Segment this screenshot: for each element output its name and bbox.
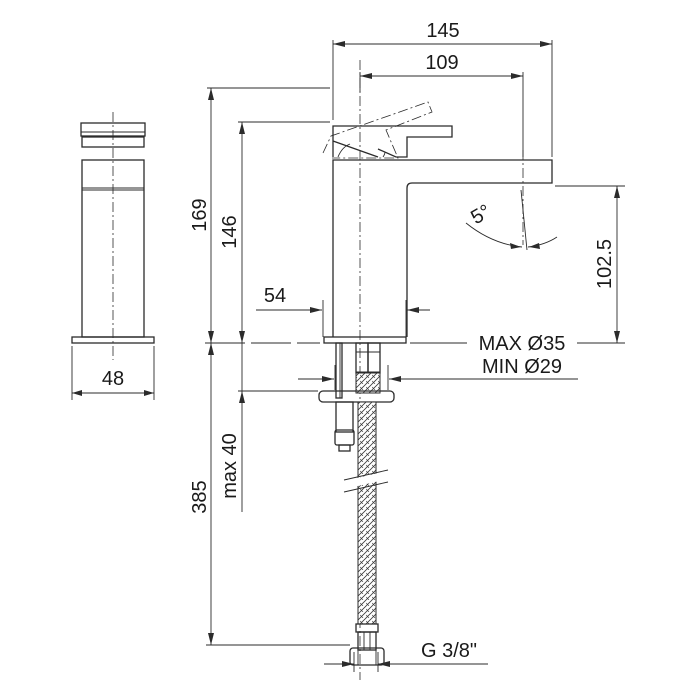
hole-min-diameter-label: MIN Ø29	[482, 356, 562, 378]
braided-hose	[357, 401, 377, 625]
dim-54: 54	[256, 285, 430, 337]
lever-handle	[332, 125, 453, 158]
dim-146: 146	[219, 121, 330, 343]
dim-hose-length-label: 385	[189, 480, 211, 513]
dim-spout-top-height-label: 146	[219, 215, 241, 248]
front-view-faucet	[322, 60, 553, 680]
under-deck-assembly	[318, 342, 395, 666]
dim-spout-angle-label: 5°	[467, 200, 495, 229]
dim-hole-min: MIN Ø29	[298, 356, 578, 390]
dim-body-width-label: 54	[264, 285, 286, 307]
dim-102-5: 102.5	[555, 185, 625, 343]
side-view: 48	[71, 112, 155, 400]
dim-connection-thread: G 3/8"	[324, 640, 488, 672]
dim-spout-reach-label: 109	[425, 52, 458, 74]
fixing-plate	[318, 390, 395, 403]
dim-169: 169	[189, 87, 330, 343]
dim-5-degree: 5°	[465, 200, 558, 249]
hole-max-diameter-label: MAX Ø35	[479, 333, 566, 355]
dim-109: 109	[359, 52, 524, 157]
faucet-body	[332, 159, 553, 337]
g38-connector-nut	[349, 647, 385, 666]
dim-spout-outlet-height-label: 102.5	[594, 239, 616, 289]
base-escutcheon	[323, 336, 407, 344]
dim-145: 145	[332, 20, 553, 157]
dim-overall-depth-label: 145	[426, 20, 459, 42]
dim-max-deck-thickness-label: max 40	[219, 433, 241, 499]
connection-thread-label: G 3/8"	[421, 640, 477, 662]
dim-385: 385	[189, 343, 350, 646]
dim-max-40: max 40	[219, 343, 318, 512]
dim-overall-height-label: 169	[189, 198, 211, 231]
spout-angle-line	[520, 189, 528, 251]
dim-side-width-label: 48	[102, 368, 124, 390]
